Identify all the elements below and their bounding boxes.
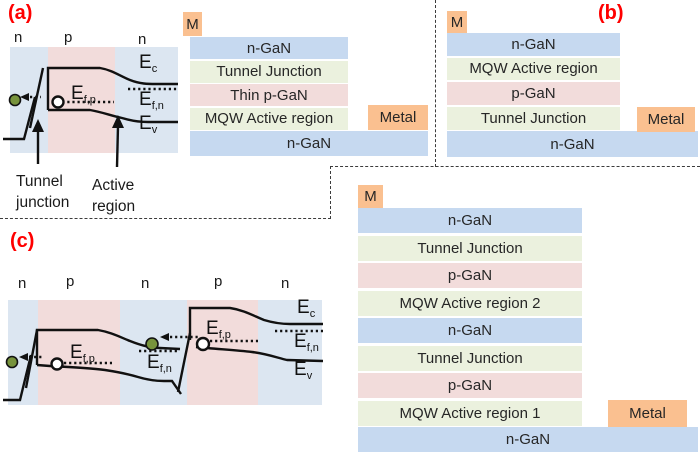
a-tunneling-arrowhead — [20, 93, 29, 101]
a-left-band-line — [3, 96, 37, 141]
a-hole-circle — [51, 95, 65, 109]
c-layer-mqw-2: MQW Active region 2 — [358, 290, 582, 316]
b-layer-ngan-substrate: n-GaN — [447, 131, 698, 157]
c-hole-circle-2 — [195, 336, 211, 352]
c-region-label-n3: n — [281, 275, 290, 292]
a-active-pointer-line — [115, 125, 120, 168]
a-ec-sub: c — [151, 63, 158, 75]
c-left-band-line — [3, 354, 33, 402]
b-metal-contact: Metal — [637, 107, 695, 132]
a-electron-dot — [8, 93, 22, 107]
c-tunneling-arrowhead-2 — [160, 333, 169, 341]
c-layer-tunnel-junction-1: Tunnel Junction — [358, 345, 582, 371]
c-electron-dot-1 — [5, 355, 19, 369]
a-region-label-n2: n — [138, 31, 147, 48]
b-layer-mqw: MQW Active region — [447, 57, 620, 80]
c-band-diagram — [3, 306, 324, 402]
c-efp2-label: Ef,p — [206, 319, 231, 341]
c-layer-ngan-mid: n-GaN — [358, 318, 582, 343]
a-ev-label: Ev — [139, 114, 157, 136]
divider-vertical-step — [330, 166, 331, 219]
c-region-label-n2: n — [141, 275, 150, 292]
c-ec-label: Ec — [297, 298, 315, 320]
c-efp1-sub: f,p — [82, 353, 95, 365]
c-efp1-main: E — [70, 342, 83, 363]
b-layer-tunnel-junction: Tunnel Junction — [447, 106, 620, 130]
b-layer-pgan: p-GaN — [447, 82, 620, 105]
a-region-label-n1: n — [14, 29, 23, 46]
c-ev-mid-line — [36, 363, 182, 395]
a-metal-contact: Metal — [368, 105, 428, 130]
a-efp-sub: f,p — [83, 94, 96, 106]
a-ev-main: E — [139, 113, 152, 134]
c-region-label-n1: n — [18, 275, 27, 292]
a-ec-main: E — [139, 52, 152, 73]
c-ev-right-line — [195, 345, 324, 363]
a-active-region-note: Active region — [92, 177, 136, 215]
a-efn-sub: f,n — [151, 100, 164, 112]
c-hole-circle-1 — [50, 357, 64, 371]
a-efn-label: Ef,n — [139, 90, 164, 112]
c-layer-pgan-1: p-GaN — [358, 373, 582, 398]
divider-horizontal-top — [330, 166, 700, 167]
a-layer-thin-pgan: Thin p-GaN — [190, 84, 348, 106]
a-ev-sub: v — [151, 124, 158, 136]
c-ev-sub: v — [306, 370, 313, 382]
a-ec-label: Ec — [139, 53, 157, 75]
a-layer-ngan-top: n-GaN — [190, 37, 348, 59]
a-tunnel-junction-note: Tunnel junction — [16, 173, 70, 211]
c-efn-right-label: Ef,n — [294, 332, 319, 354]
a-efn-main: E — [139, 89, 152, 110]
panel-c-label: (c) — [10, 230, 35, 252]
c-ev-label: Ev — [294, 360, 312, 382]
c-layer-tunnel-junction-2: Tunnel Junction — [358, 235, 582, 261]
c-electron-dot-2 — [145, 337, 159, 351]
c-efn-mid-main: E — [147, 352, 160, 373]
b-top-contact: M — [447, 11, 467, 33]
c-layer-ngan-top: n-GaN — [358, 208, 582, 233]
c-efp2-main: E — [206, 318, 219, 339]
c-tunneling-arrowhead-1 — [19, 353, 28, 361]
a-band-diagram — [3, 66, 178, 168]
c-tunnel-slash-2 — [176, 332, 192, 393]
c-ec-right-line — [188, 306, 323, 340]
a-tunnel-pointer-arrowhead — [32, 119, 44, 132]
c-efp1-label: Ef,p — [70, 343, 95, 365]
a-n-region-stripe-2 — [115, 47, 178, 153]
c-region-label-p1: p — [66, 273, 75, 290]
a-top-contact: M — [183, 12, 202, 36]
a-layer-mqw: MQW Active region — [190, 107, 348, 130]
c-layer-pgan-2: p-GaN — [358, 263, 582, 288]
c-ec-sub: c — [309, 308, 316, 320]
a-efp-label: Ef,p — [71, 84, 96, 106]
c-efn-main: E — [294, 331, 307, 352]
c-efp2-sub: f,p — [218, 329, 231, 341]
a-layer-tunnel-junction: Tunnel Junction — [190, 60, 348, 83]
c-layer-mqw-1: MQW Active region 1 — [358, 400, 582, 426]
c-top-contact: M — [358, 185, 383, 208]
c-metal-contact: Metal — [608, 400, 687, 427]
panel-b-label: (b) — [598, 2, 624, 24]
c-ec-main: E — [297, 297, 310, 318]
c-layer-ngan-substrate: n-GaN — [358, 427, 698, 452]
c-tunnel-slash-1 — [24, 329, 39, 389]
a-efp-main: E — [71, 83, 84, 104]
c-n-region-stripe-3 — [258, 300, 322, 405]
a-active-pointer-arrowhead — [112, 115, 124, 128]
a-ec-line — [46, 66, 178, 110]
c-p-region-stripe-1 — [38, 300, 120, 405]
a-region-label-p: p — [64, 29, 73, 46]
divider-vertical-ab — [435, 0, 436, 167]
divider-horizontal-bottom — [0, 218, 331, 219]
a-layer-ngan-substrate: n-GaN — [190, 131, 428, 156]
a-ev-line — [48, 108, 178, 124]
b-layer-ngan-top: n-GaN — [447, 33, 620, 56]
panel-a-label: (a) — [8, 2, 33, 24]
c-efn-mid-label: Ef,n — [147, 353, 172, 375]
c-region-label-p2: p — [214, 273, 223, 290]
c-efn-mid-sub: f,n — [159, 363, 172, 375]
c-efn-sub: f,n — [306, 342, 319, 354]
c-ev-main: E — [294, 359, 307, 380]
